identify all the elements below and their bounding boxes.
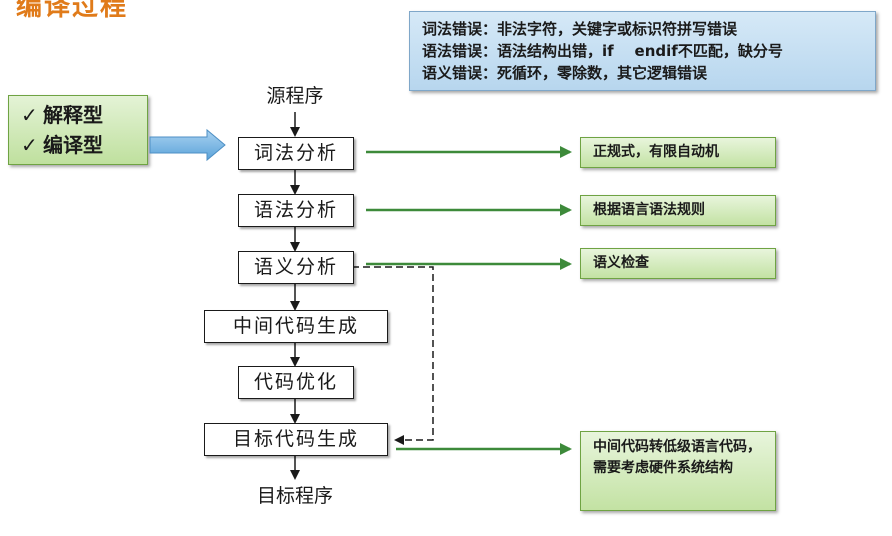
slide-title: 编译过程 xyxy=(16,0,129,22)
lexical-error-note: 词法错误：非法字符，关键字或标识符拼写错误 xyxy=(422,20,738,38)
stage-target-code: 目标代码生成 xyxy=(204,423,388,456)
blue-block-arrow xyxy=(149,128,226,162)
stage-semantic-analysis: 语义分析 xyxy=(238,251,354,284)
program-type-box: ✓解释型 ✓编译型 xyxy=(8,95,148,165)
stage-syntax-analysis: 语法分析 xyxy=(238,194,354,227)
dashed-feedback-arrow xyxy=(352,266,434,445)
check-icon: ✓ xyxy=(21,103,38,127)
type-compiled-label: 编译型 xyxy=(43,133,103,157)
error-types-box: 词法错误：非法字符，关键字或标识符拼写错误语法错误：语法结构出错，if endi… xyxy=(409,11,876,91)
source-program-label: 源程序 xyxy=(266,85,324,107)
note-syntax: 根据语言语法规则 xyxy=(580,195,776,226)
note-targetcode: 中间代码转低级语言代码，需要考虑硬件系统结构 xyxy=(580,431,776,511)
stage-code-optimization: 代码优化 xyxy=(238,366,354,399)
target-program-label: 目标程序 xyxy=(256,485,333,507)
semantic-error-note: 语义错误：死循环，零除数，其它逻辑错误 xyxy=(422,64,708,82)
stage-lexical-analysis: 词法分析 xyxy=(238,137,354,170)
type-interpreted-label: 解释型 xyxy=(43,103,103,127)
type-interpreted: ✓解释型 xyxy=(21,100,147,130)
note-semantic: 语义检查 xyxy=(580,248,776,279)
type-compiled: ✓编译型 xyxy=(21,130,147,160)
check-icon: ✓ xyxy=(21,133,38,157)
syntax-error-note: 语法错误：语法结构出错，if endif不匹配，缺分号 xyxy=(422,42,783,60)
note-lexical: 正规式，有限自动机 xyxy=(580,137,776,168)
stage-intermediate-code: 中间代码生成 xyxy=(204,310,388,343)
